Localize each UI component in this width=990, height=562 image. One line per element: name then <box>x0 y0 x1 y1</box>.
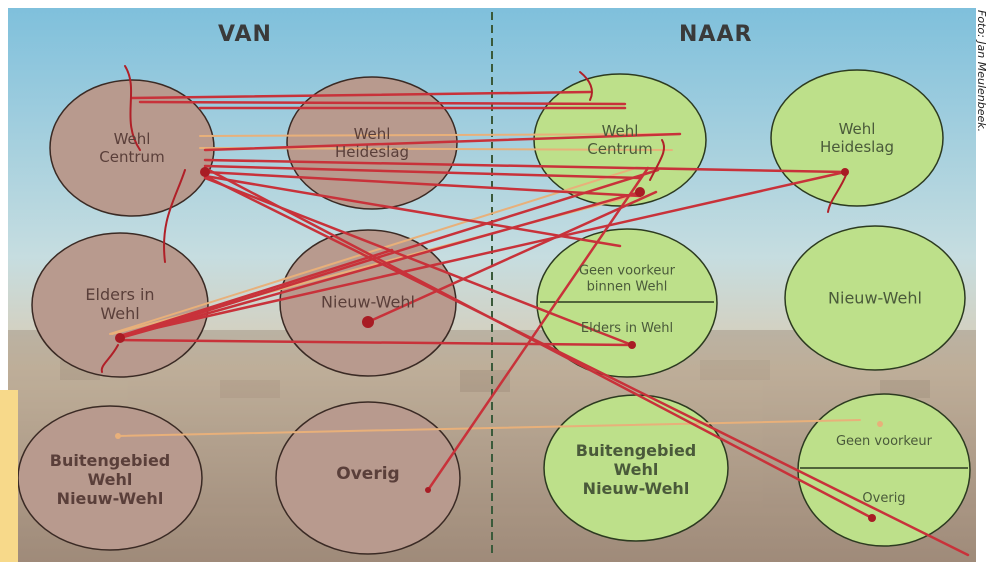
naar-circle-geen-voorkeur-overig <box>797 393 971 547</box>
naar-heading: NAAR <box>679 22 753 47</box>
van-label-overig: Overig <box>336 463 400 484</box>
naar-label-wehl-centrum: Wehl Centrum <box>587 122 653 158</box>
naar-label-wehl-heideslag: Wehl Heideslag <box>819 120 895 156</box>
van-label-wehl-centrum: Wehl Centrum <box>99 130 165 166</box>
naar-label-geen-voorkeur-binnen-wehl: Geen voorkeur binnen Wehl <box>578 263 676 294</box>
van-label-wehl-heideslag: Wehl Heideslag <box>334 125 410 161</box>
naar-label-buitengebied: Buitengebied Wehl Nieuw-Wehl <box>575 441 697 499</box>
naar-label-geen-voorkeur: Geen voorkeur <box>835 434 933 450</box>
naar-label-overig: Overig <box>862 491 906 507</box>
naar-label-nieuw-wehl: Nieuw-Wehl <box>828 288 922 308</box>
left-edge-strip <box>0 390 18 562</box>
strings <box>100 65 970 557</box>
van-heading: VAN <box>218 22 272 47</box>
van-label-buitengebied: Buitengebied Wehl Nieuw-Wehl <box>49 451 171 509</box>
naar-circle-nieuw-wehl <box>784 225 966 371</box>
photo-credit: Foto: Jan Meulenbeek. <box>975 10 988 133</box>
van-circle-overig <box>275 401 461 555</box>
van-circle-buitengebied <box>17 405 203 551</box>
van-circle-wehl-heideslag <box>286 76 458 210</box>
van-label-nieuw-wehl: Nieuw-Wehl <box>321 292 415 312</box>
naar-label-elders-in-wehl: Elders in Wehl <box>580 321 674 337</box>
van-label-elders-in-wehl: Elders in Wehl <box>85 284 155 323</box>
